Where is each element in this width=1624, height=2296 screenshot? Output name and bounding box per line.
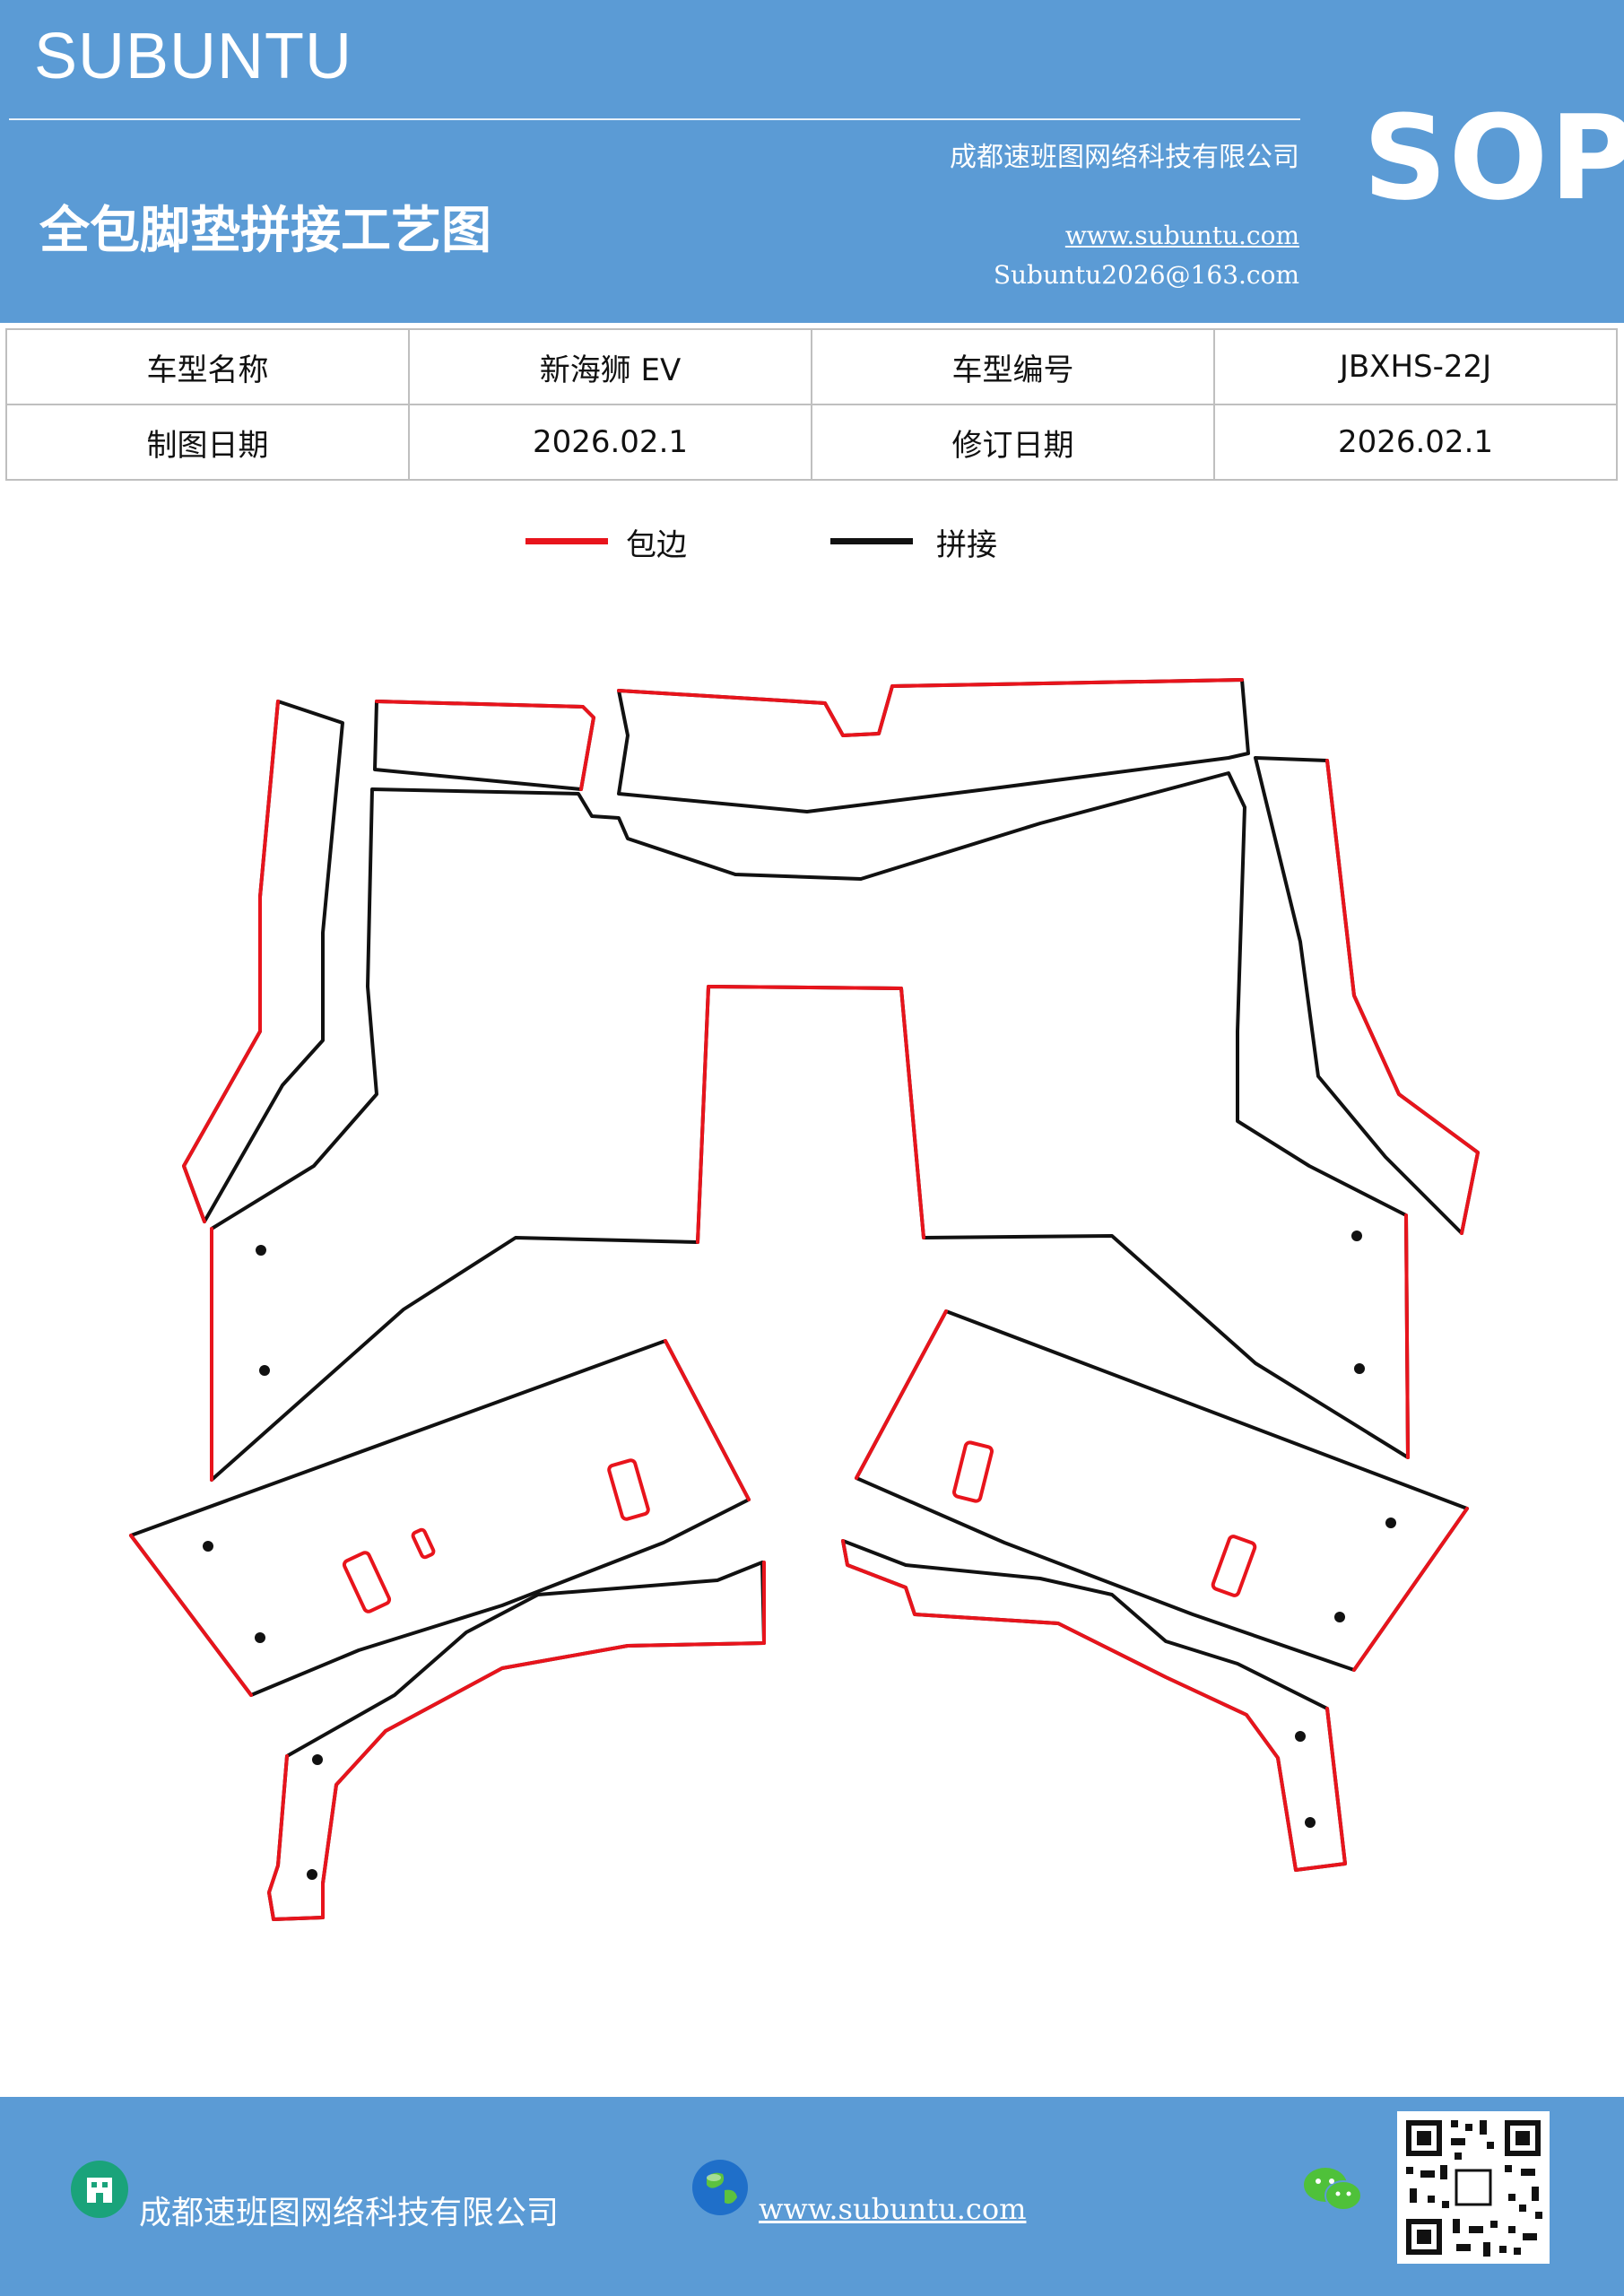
model-name-label: 车型名称 xyxy=(5,328,410,405)
table-row: 车型名称 新海狮 EV 车型编号 JBXHS-22J xyxy=(5,328,1618,405)
footer-website-link[interactable]: www.subuntu.com xyxy=(759,2192,1027,2226)
piece-left-side-pillar xyxy=(182,700,344,1223)
revise-date-value: 2026.02.1 xyxy=(1213,404,1618,481)
qr-code-icon[interactable] xyxy=(1397,2111,1550,2264)
model-name-value: 新海狮 EV xyxy=(408,328,812,405)
draw-date-value: 2026.02.1 xyxy=(408,404,812,481)
header-email[interactable]: Subuntu2026@163.com xyxy=(993,260,1299,290)
legend: 包边 拼接 xyxy=(0,520,1624,574)
footer-company: 成都速班图网络科技有限公司 xyxy=(139,2195,560,2231)
table-row: 制图日期 2026.02.1 修订日期 2026.02.1 xyxy=(5,404,1618,481)
piece-left-rear-arch xyxy=(267,1561,766,1921)
piece-left-front-mat xyxy=(129,1339,751,1697)
globe-icon xyxy=(692,2160,748,2215)
piece-right-front-mat xyxy=(855,1309,1469,1672)
header-company: 成都速班图网络科技有限公司 xyxy=(950,142,1299,173)
revise-date-label: 修订日期 xyxy=(811,404,1215,481)
legend-seam-swatch xyxy=(830,538,913,544)
wechat-icon[interactable] xyxy=(1302,2163,1365,2217)
model-code-label: 车型编号 xyxy=(811,328,1215,405)
header-banner: SUBUNTU 成都速班图网络科技有限公司 全包脚垫拼接工艺图 www.subu… xyxy=(0,0,1624,323)
info-table: 车型名称 新海狮 EV 车型编号 JBXHS-22J 制图日期 2026.02.… xyxy=(5,328,1618,481)
piece-right-rear-arch xyxy=(841,1539,1347,1872)
legend-edge-swatch xyxy=(525,538,608,544)
piece-right-side-pillar xyxy=(1254,756,1480,1235)
header-divider xyxy=(9,118,1300,120)
piece-center-main xyxy=(210,771,1410,1482)
legend-edge-label: 包边 xyxy=(626,527,687,563)
page-title: 全包脚垫拼接工艺图 xyxy=(39,202,491,260)
building-icon xyxy=(71,2161,128,2218)
legend-seam-label: 拼接 xyxy=(936,527,997,563)
brand-name: SUBUNTU xyxy=(34,21,353,92)
model-code-value: JBXHS-22J xyxy=(1213,328,1618,405)
sop-badge: SOP xyxy=(1363,90,1624,226)
piece-top-center xyxy=(617,678,1250,813)
draw-date-label: 制图日期 xyxy=(5,404,410,481)
footer-banner: 成都速班图网络科技有限公司 www.subuntu.com xyxy=(0,2097,1624,2296)
header-website-link[interactable]: www.subuntu.com xyxy=(1064,221,1299,250)
mounting-holes xyxy=(203,1231,1396,1880)
piece-top-left-strip xyxy=(373,700,595,791)
